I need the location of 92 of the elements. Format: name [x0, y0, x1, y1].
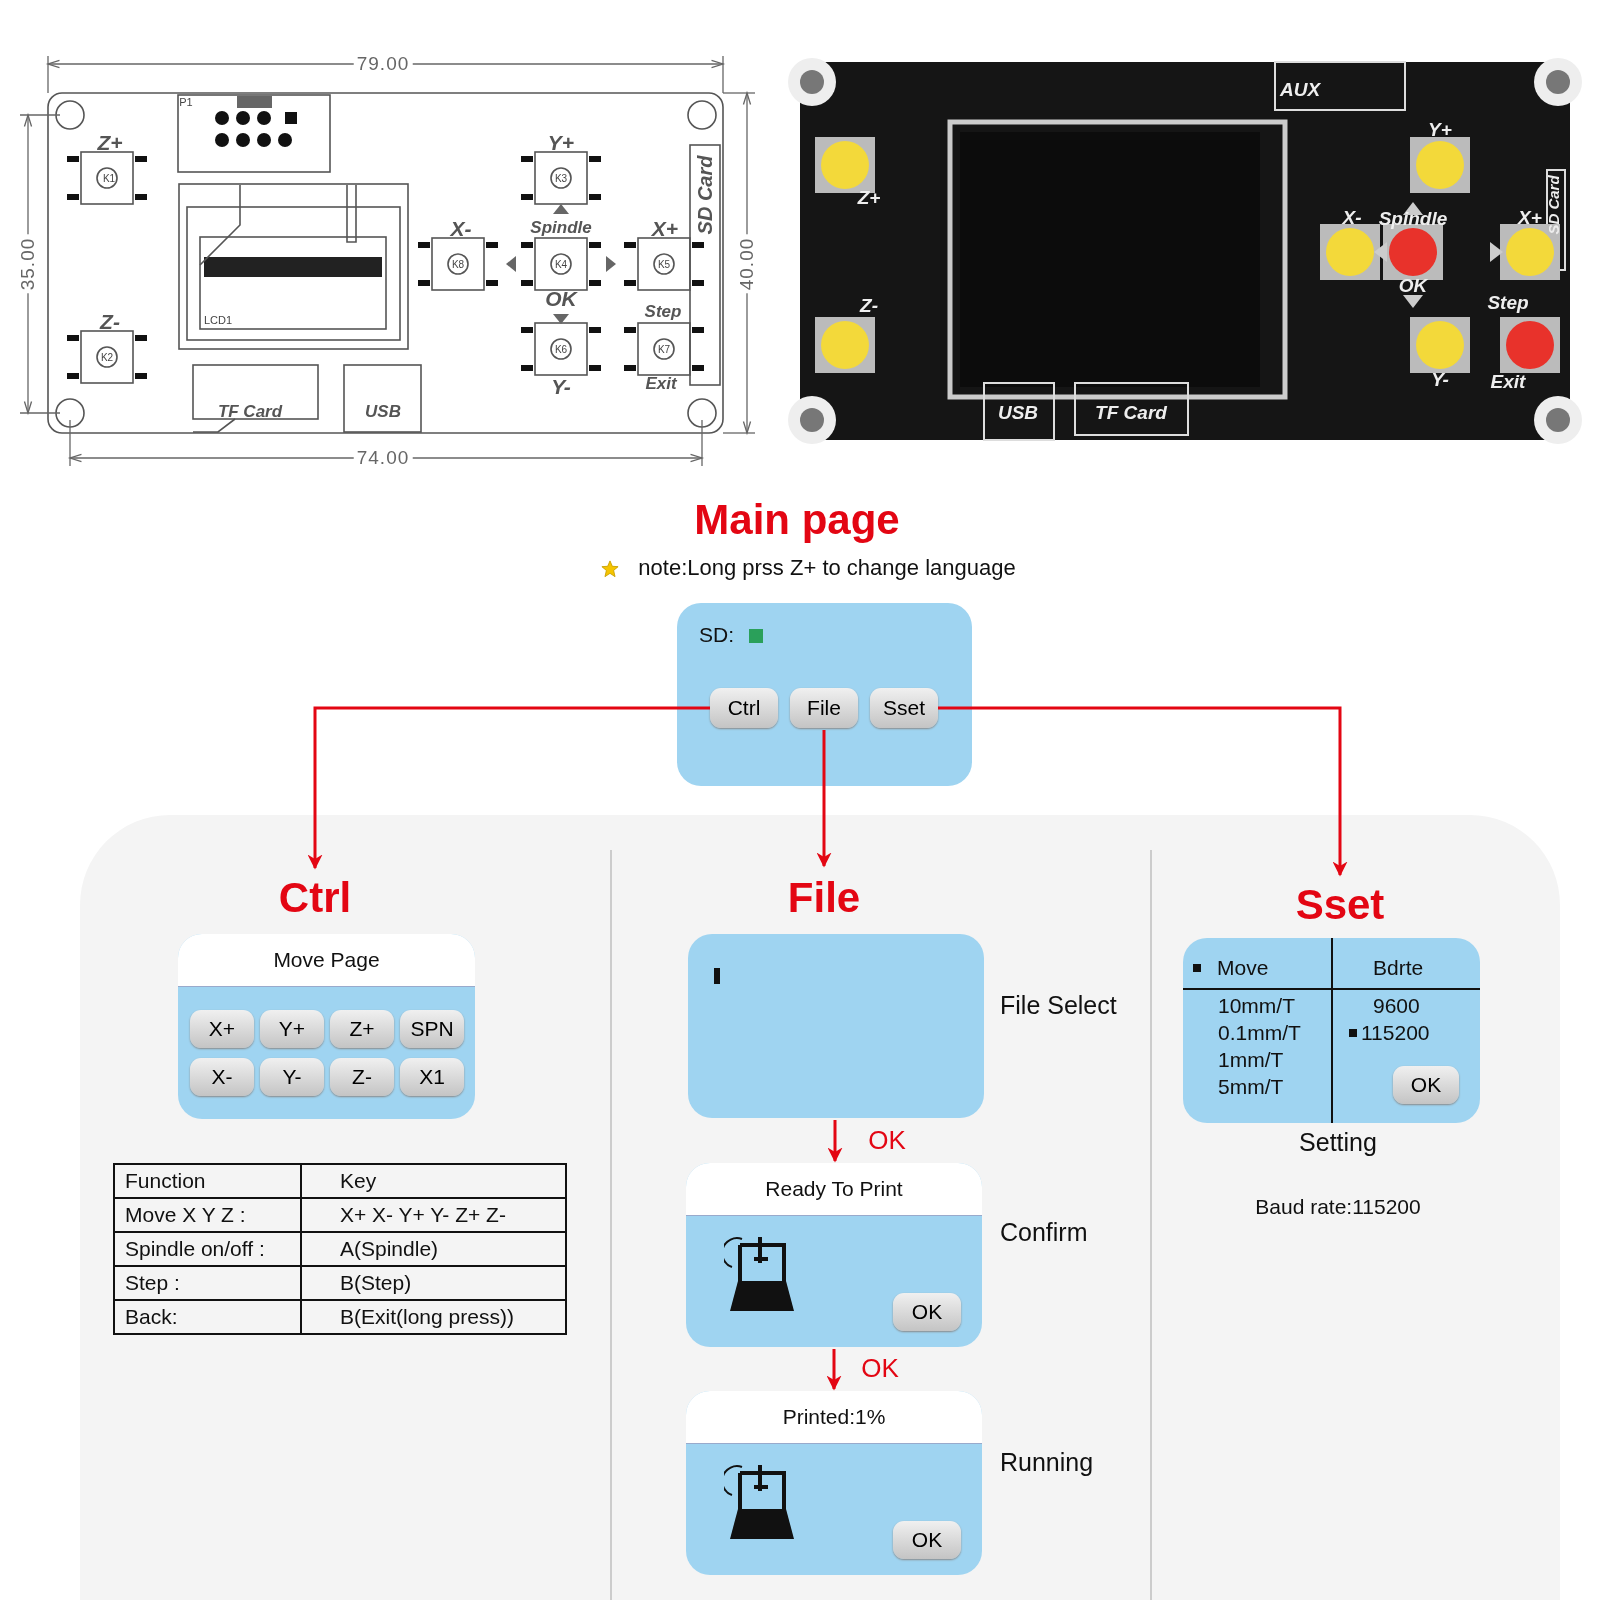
screen-title: Ready To Print: [686, 1163, 982, 1216]
table-cell: B(Step): [301, 1266, 566, 1300]
setting-option: 9600: [1373, 994, 1420, 1018]
file-button: File: [790, 688, 858, 728]
screen-caption: Running: [1000, 1447, 1094, 1477]
key-label: Step: [644, 302, 682, 322]
column-header: Move: [1217, 956, 1269, 980]
screen-title: Printed:1%: [686, 1391, 982, 1444]
arrow: [307, 706, 710, 870]
screen-panel: [677, 603, 972, 786]
key-label: TF Card: [217, 402, 283, 422]
key-label: Z-: [100, 310, 120, 334]
section-heading: Sset: [1270, 875, 1410, 935]
designator-label: K8: [451, 258, 465, 270]
table-cell: X+ X- Y+ Y- Z+ Z-: [301, 1198, 566, 1232]
screen-panel: [1183, 938, 1480, 1123]
sset-button: Sset: [870, 688, 938, 728]
silkscreen-label: Y-: [1431, 369, 1449, 391]
section-heading: File: [754, 868, 894, 928]
silkscreen-label: TF Card: [1095, 402, 1167, 424]
note-text: note:Long prss Z+ to change language: [638, 555, 1016, 581]
silkscreen-label: AUX: [1279, 79, 1321, 101]
arrow: [827, 1120, 843, 1163]
silkscreen-label: Spindle: [1378, 208, 1448, 230]
table-cell: Spindle on/off :: [114, 1232, 301, 1266]
setting-option: 0.1mm/T: [1218, 1021, 1301, 1045]
ctrl-button: Ctrl: [710, 688, 778, 728]
silkscreen-label: Step: [1487, 292, 1529, 314]
key-button: X1: [400, 1058, 464, 1096]
screen-panel: [688, 934, 984, 1118]
key-label: Y-: [551, 375, 571, 399]
table-cell: Step :: [114, 1266, 301, 1300]
key-label: Spindle: [530, 218, 592, 238]
setting-option: 10mm/T: [1218, 994, 1295, 1018]
screen-text: SD:: [699, 623, 734, 647]
key-button: Y+: [260, 1010, 324, 1048]
silkscreen-label: OK: [1398, 275, 1428, 297]
silkscreen-label: USB: [997, 402, 1039, 424]
silkscreen-label: Z+: [857, 187, 881, 209]
key-button: Y-: [260, 1058, 324, 1096]
table-cell: Function: [114, 1164, 301, 1198]
setting-option: 115200: [1361, 1021, 1430, 1045]
designator-label: K5: [657, 258, 671, 270]
screen-caption: Confirm: [1000, 1217, 1088, 1247]
designator-label: P1: [179, 96, 193, 108]
silkscreen-label: Z-: [860, 295, 878, 317]
key-label: Exit: [645, 374, 677, 394]
designator-label: K2: [100, 351, 114, 363]
silkscreen-label: Y+: [1428, 119, 1452, 141]
key-label: USB: [365, 402, 401, 422]
key-button: Z+: [330, 1010, 394, 1048]
designator-label: K7: [657, 343, 671, 355]
setting-option: 1mm/T: [1218, 1048, 1284, 1072]
ok-button: OK: [893, 1293, 961, 1331]
page-title: Main page: [694, 496, 900, 544]
key-button: SPN: [400, 1010, 464, 1048]
designator-label: K1: [102, 172, 116, 184]
screen-panel: [178, 934, 475, 1119]
ok-button: OK: [1393, 1066, 1459, 1104]
silkscreen-label: X-: [1342, 207, 1362, 229]
screen-caption: File Select: [1000, 990, 1117, 1020]
designator-label: K4: [554, 258, 568, 270]
key-button: Z-: [330, 1058, 394, 1096]
arrow: [938, 706, 1348, 877]
key-label: Z+: [97, 131, 123, 155]
screen-caption: Setting: [1299, 1127, 1377, 1157]
key-label: X+: [651, 217, 679, 241]
silkscreen-label: Exit: [1490, 371, 1526, 393]
column-header: Bdrte: [1373, 956, 1424, 980]
designator-label: K6: [554, 343, 568, 355]
section-heading: Ctrl: [245, 868, 385, 928]
silkscreen-label: SD Card: [1544, 175, 1562, 235]
screen-panel: [686, 1163, 982, 1347]
table-cell: Move X Y Z :: [114, 1198, 301, 1232]
designator-label: K3: [554, 172, 568, 184]
arrow: [816, 730, 832, 868]
slot-label: SD Card: [693, 155, 717, 235]
arrow: [826, 1349, 842, 1391]
silkscreen-label: X+: [1518, 207, 1542, 229]
key-label: OK: [545, 287, 577, 311]
key-button: X-: [190, 1058, 254, 1096]
setting-option: 5mm/T: [1218, 1075, 1284, 1099]
key-button: X+: [190, 1010, 254, 1048]
screen-title: Move Page: [178, 934, 475, 987]
table-cell: A(Spindle): [301, 1232, 566, 1266]
ok-button: OK: [893, 1521, 961, 1559]
table-cell: Key: [301, 1164, 566, 1198]
screen-panel: [686, 1391, 982, 1575]
key-label: Y+: [547, 131, 575, 155]
screen-caption: Baud rate:115200: [1255, 1195, 1421, 1219]
designator-label: LCD1: [203, 314, 233, 326]
key-label: X-: [450, 217, 472, 241]
